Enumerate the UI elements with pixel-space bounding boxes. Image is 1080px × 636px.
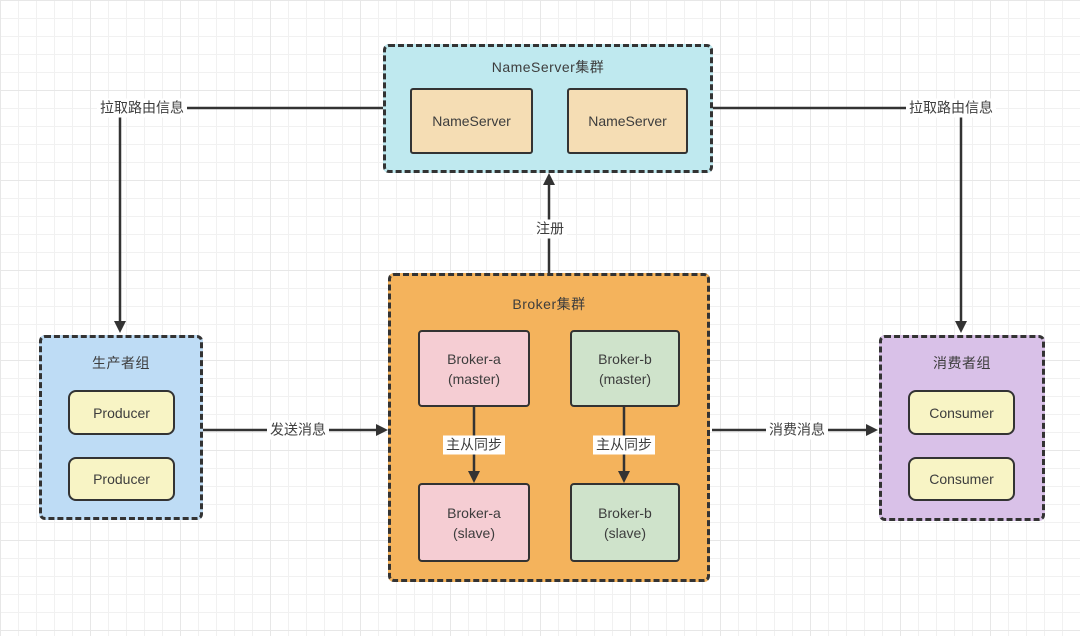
edge-pull-route-right [713,106,967,333]
nameserver-node-1-label: NameServer [432,113,511,129]
broker-a-master-node: Broker-a (master) [418,330,530,407]
nameserver-node-2: NameServer [567,88,688,154]
edge-label-send-message: 发送消息 [267,420,329,440]
producer-group-title: 生产者组 [92,355,150,371]
producer-node-2-label: Producer [93,471,150,487]
consumer-node-1: Consumer [908,390,1015,435]
edge-pull-route-left [114,106,383,333]
broker-cluster-title: Broker集群 [512,296,586,312]
broker-b-slave-node: Broker-b (slave) [570,483,680,562]
broker-a-slave-name: Broker-a [447,504,501,521]
producer-node-2: Producer [68,457,175,501]
broker-cluster-group: Broker集群 Broker-a (master) Broker-b (mas… [388,273,710,582]
consumer-node-2: Consumer [908,457,1015,501]
nameserver-node-2-label: NameServer [588,113,667,129]
consumer-node-1-label: Consumer [929,404,994,421]
edge-label-pull-route-left: 拉取路由信息 [97,98,187,118]
broker-a-slave-node: Broker-a (slave) [418,483,530,562]
nameserver-cluster-group: NameServer集群 NameServer NameServer [383,44,713,173]
consumer-node-2-label: Consumer [929,471,994,487]
nameserver-node-1: NameServer [410,88,533,154]
broker-b-slave-role: (slave) [603,524,646,541]
broker-b-master-node: Broker-b (master) [570,330,680,407]
consumer-group-title: 消费者组 [933,355,991,371]
edge-label-consume-message: 消费消息 [766,420,828,440]
edge-label-register: 注册 [533,219,567,239]
edge-label-sync-b: 主从同步 [593,435,655,455]
producer-node-1-label: Producer [93,404,150,421]
producer-group: 生产者组 Producer Producer [39,335,203,520]
consumer-group: 消费者组 Consumer Consumer [879,335,1045,521]
producer-node-1: Producer [68,390,175,435]
broker-b-slave-name: Broker-b [598,504,652,521]
broker-a-master-name: Broker-a [447,350,501,367]
edge-label-sync-a: 主从同步 [443,435,505,455]
broker-a-slave-role: (slave) [452,524,495,541]
edge-label-pull-route-right: 拉取路由信息 [906,98,996,118]
broker-b-master-name: Broker-b [598,350,652,367]
nameserver-cluster-title: NameServer集群 [491,59,605,75]
broker-a-master-role: (master) [447,370,501,387]
broker-b-master-role: (master) [598,370,652,387]
